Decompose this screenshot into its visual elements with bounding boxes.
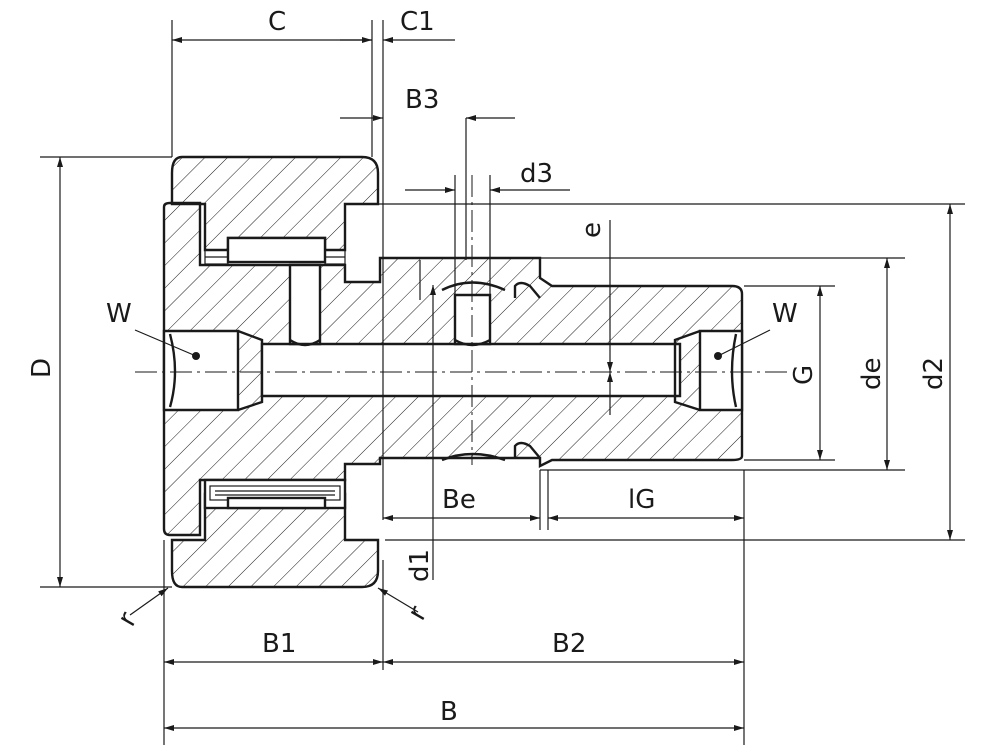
needle-roller-bottom bbox=[203, 478, 347, 510]
label-lG: lG bbox=[628, 485, 655, 515]
label-B3: B3 bbox=[405, 85, 439, 115]
dimension-lines bbox=[57, 37, 953, 731]
label-D: D bbox=[27, 358, 57, 378]
label-r-right: r bbox=[402, 601, 433, 626]
central-bore bbox=[260, 342, 682, 398]
extension-lines bbox=[40, 20, 965, 745]
label-r-left: r bbox=[112, 607, 143, 632]
label-Be: Be bbox=[442, 485, 476, 515]
label-C1: C1 bbox=[400, 7, 435, 37]
label-de: de bbox=[857, 358, 887, 391]
label-e: e bbox=[577, 222, 607, 238]
bottom-groove bbox=[441, 281, 541, 462]
label-W-right: W bbox=[772, 299, 798, 329]
label-W-left: W bbox=[106, 299, 132, 329]
outer-ring-top bbox=[170, 155, 380, 252]
needle-roller-top bbox=[204, 236, 346, 265]
hex-socket-right bbox=[673, 329, 744, 412]
label-B: B bbox=[440, 697, 458, 727]
label-d2: d2 bbox=[919, 357, 949, 390]
label-G: G bbox=[789, 365, 819, 385]
label-d1: d1 bbox=[405, 549, 435, 582]
label-B1: B1 bbox=[262, 629, 296, 659]
label-d3: d3 bbox=[520, 159, 553, 189]
lube-hole-radial bbox=[288, 263, 322, 347]
label-B2: B2 bbox=[552, 629, 586, 659]
label-C: C bbox=[268, 7, 286, 37]
